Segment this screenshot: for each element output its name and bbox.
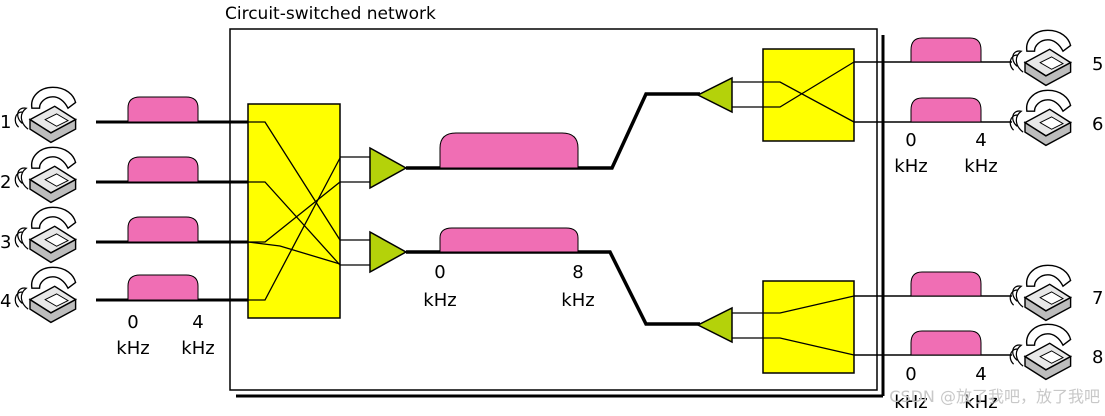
telephone-icon (14, 266, 77, 324)
phone-label: 2 (0, 172, 11, 193)
signal-band (127, 156, 199, 183)
phone-label: 7 (1092, 288, 1103, 309)
right-phone-7 (1009, 264, 1072, 322)
freq-unit: kHz (964, 392, 997, 413)
signal-band (439, 227, 579, 253)
freq-label: 4 (975, 130, 986, 151)
telephone-icon (14, 206, 77, 264)
network-title: Circuit-switched network (225, 4, 436, 24)
freq-unit: kHz (894, 392, 927, 413)
signal-band (127, 216, 199, 243)
signal-band (439, 132, 579, 169)
freq-label: 8 (572, 262, 583, 283)
freq-label: 4 (192, 312, 203, 333)
right-top-switch (762, 48, 855, 142)
signal-band (127, 96, 199, 123)
freq-unit: kHz (116, 338, 149, 359)
network-box (229, 28, 878, 391)
left-phone-4 (14, 266, 77, 324)
right-bottom-switch (762, 280, 855, 374)
phone-label: 3 (0, 232, 11, 253)
phone-label: 4 (0, 291, 11, 312)
freq-label: 4 (975, 364, 986, 385)
freq-label: 0 (434, 262, 445, 283)
phone-label: 6 (1092, 114, 1103, 135)
telephone-icon (14, 86, 77, 144)
signal-band (910, 330, 982, 356)
left-switch (247, 103, 341, 319)
triangle-amplifier-icon (696, 76, 733, 114)
telephone-icon (1009, 323, 1072, 381)
triangle-amplifier-icon (696, 306, 733, 344)
telephone-icon (1009, 264, 1072, 322)
telephone-icon (1009, 29, 1072, 87)
left-phone-1 (14, 86, 77, 144)
freq-label: 0 (905, 364, 916, 385)
phone-label: 8 (1092, 347, 1103, 368)
freq-unit: kHz (964, 156, 997, 177)
freq-unit: kHz (894, 156, 927, 177)
watermark: CSDN @放了我吧，放了我吧 (889, 387, 1100, 406)
freq-label: 0 (905, 130, 916, 151)
right-phone-8 (1009, 323, 1072, 381)
signal-band (910, 37, 982, 63)
freq-label: 0 (127, 312, 138, 333)
freq-unit: kHz (561, 290, 594, 311)
triangle-amplifier-icon (369, 146, 408, 190)
freq-unit: kHz (181, 338, 214, 359)
signal-band (910, 97, 982, 123)
left-phone-2 (14, 146, 77, 204)
telephone-icon (1009, 89, 1072, 147)
triangle-amplifier-icon (369, 230, 408, 274)
freq-unit: kHz (423, 290, 456, 311)
telephone-icon (14, 146, 77, 204)
signal-band (910, 271, 982, 297)
right-phone-6 (1009, 89, 1072, 147)
signal-band (127, 274, 199, 301)
phone-label: 1 (0, 112, 11, 133)
right-phone-5 (1009, 29, 1072, 87)
left-phone-3 (14, 206, 77, 264)
phone-label: 5 (1092, 54, 1103, 75)
